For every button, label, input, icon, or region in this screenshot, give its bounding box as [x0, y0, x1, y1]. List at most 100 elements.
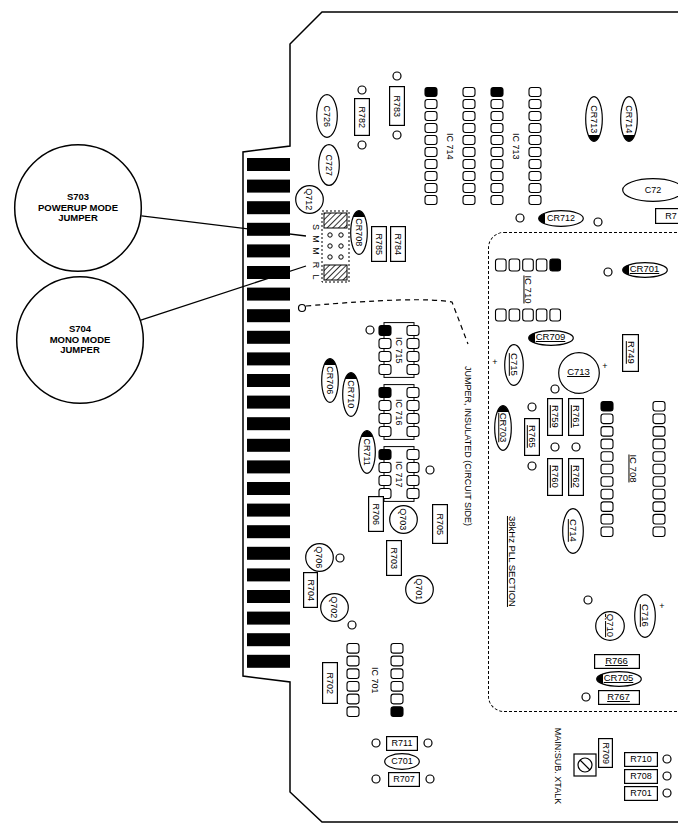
diode-outline: CR710: [342, 372, 360, 417]
component-label: R784: [393, 233, 403, 255]
trimpot-symbol: [574, 754, 596, 776]
component-label: R701: [630, 788, 652, 798]
component-label: IC 713: [511, 133, 521, 160]
component-label: C713: [567, 367, 590, 378]
diode-outline: CR703: [494, 405, 512, 451]
component-outline: Q712: [295, 185, 324, 214]
component-outline: C713: [558, 352, 600, 394]
polarity-mark: +: [659, 601, 664, 611]
ic-outline: IC 713: [490, 84, 542, 208]
resistor-outline: R760: [547, 458, 563, 496]
capacitor-outline: C716: [634, 594, 656, 638]
ic-outline: IC 714: [424, 84, 476, 208]
diode-outline: CR713: [585, 96, 603, 142]
edge-connector-fingers: [247, 158, 290, 668]
callout-text: MONO MODE JUMPER: [37, 335, 123, 357]
pin-label: M: [311, 247, 321, 255]
component-label: R782: [357, 106, 367, 128]
component-label: CR711: [362, 438, 372, 465]
component-outline: Q702: [320, 593, 349, 622]
component-label: C715: [508, 353, 519, 376]
resistor-outline: R701: [624, 786, 658, 801]
component-label: CR714: [624, 105, 634, 133]
diode-outline: CR706: [321, 358, 339, 403]
component-label: R702: [325, 672, 335, 694]
component-label: R703: [389, 547, 399, 569]
component-label: C716: [639, 604, 650, 627]
ic-outline: IC 710: [492, 258, 564, 322]
component-label: Q706: [314, 546, 324, 568]
component-label: IC 715: [394, 337, 404, 364]
ic-outline: IC 701: [346, 640, 404, 720]
component-label: CR706: [325, 366, 335, 394]
diode-outline: CR709: [528, 330, 574, 346]
component-label: Q710: [604, 614, 615, 637]
component-outline: Q703: [389, 505, 418, 534]
callout-text: S703: [67, 192, 89, 203]
component-label: R711: [392, 738, 413, 748]
component-label: R708: [630, 771, 652, 781]
component-label: R762: [570, 465, 581, 488]
component-label: C714: [567, 519, 578, 542]
capacitor-outline: C714: [562, 508, 584, 554]
resistor-outline: R767: [598, 690, 640, 705]
resistor-outline: R704: [303, 572, 318, 608]
pin-label: L: [311, 274, 321, 279]
pin-label: S: [311, 224, 321, 230]
capacitor-outline: C715: [504, 344, 524, 386]
component-label: C701: [391, 756, 413, 766]
component-label: CR705: [604, 673, 634, 684]
diode-outline: CR701: [622, 262, 668, 278]
resistor-outline: R702: [322, 662, 338, 704]
component-outline: Q710: [595, 611, 625, 641]
capacitor-outline: C727: [318, 144, 340, 186]
capacitor-outline: C701: [384, 753, 420, 770]
component-label: R705: [435, 513, 445, 535]
component-label: R767: [607, 692, 630, 703]
resistor-outline: R784: [390, 226, 406, 262]
component-label: IC 716: [394, 399, 404, 426]
component-label: C726: [322, 105, 332, 127]
component-label: IC 708: [627, 454, 638, 482]
ic-outline: IC 716: [378, 384, 420, 440]
resistor-outline: R710: [624, 752, 658, 767]
resistor-outline: R705: [432, 504, 448, 544]
component-label: CR701: [630, 264, 660, 275]
diode-outline: CR712: [538, 210, 584, 227]
component-label: C727: [324, 154, 334, 176]
resistor-outline: R761: [568, 398, 584, 436]
callout-circle: S704MONO MODE JUMPER: [16, 276, 144, 404]
component-label: R704: [305, 579, 315, 601]
component-label: IC 717: [394, 461, 404, 488]
section-label: 38kHz PLL SECTION: [506, 516, 517, 607]
component-outline: Q701: [405, 575, 434, 604]
diode-outline: CR714: [620, 96, 638, 142]
component-label: R709: [600, 742, 610, 764]
component-label: CR709: [536, 332, 566, 343]
resistor-outline: R765: [524, 418, 540, 456]
component-label: CR713: [589, 105, 599, 133]
component-outline: Q706: [305, 543, 334, 572]
callout-circle: S703POWERUP MODE JUMPER: [14, 144, 142, 272]
component-label: R760: [549, 465, 560, 488]
jumper-header: [322, 211, 349, 282]
component-label: Q702: [329, 596, 339, 618]
polarity-mark: +: [602, 361, 607, 371]
resistor-outline: R782: [354, 98, 370, 136]
leader-line: [142, 216, 307, 236]
component-label: R706: [371, 503, 381, 525]
capacitor-outline: C726: [316, 94, 338, 138]
capacitor-outline: C72: [622, 178, 678, 202]
component-label: C72: [645, 185, 662, 195]
solder-pads: [336, 72, 671, 797]
resistor-outline: R7: [655, 208, 678, 224]
component-label: R710: [630, 754, 652, 764]
resistor-outline: R762: [568, 458, 584, 496]
component-label: R785: [374, 233, 384, 255]
component-label: Q712: [304, 188, 314, 210]
component-label: R765: [526, 425, 537, 448]
resistor-outline: R707: [388, 772, 420, 787]
component-label: Q701: [414, 578, 424, 600]
component-label: IC 701: [370, 667, 380, 694]
component-label: R761: [570, 405, 581, 428]
